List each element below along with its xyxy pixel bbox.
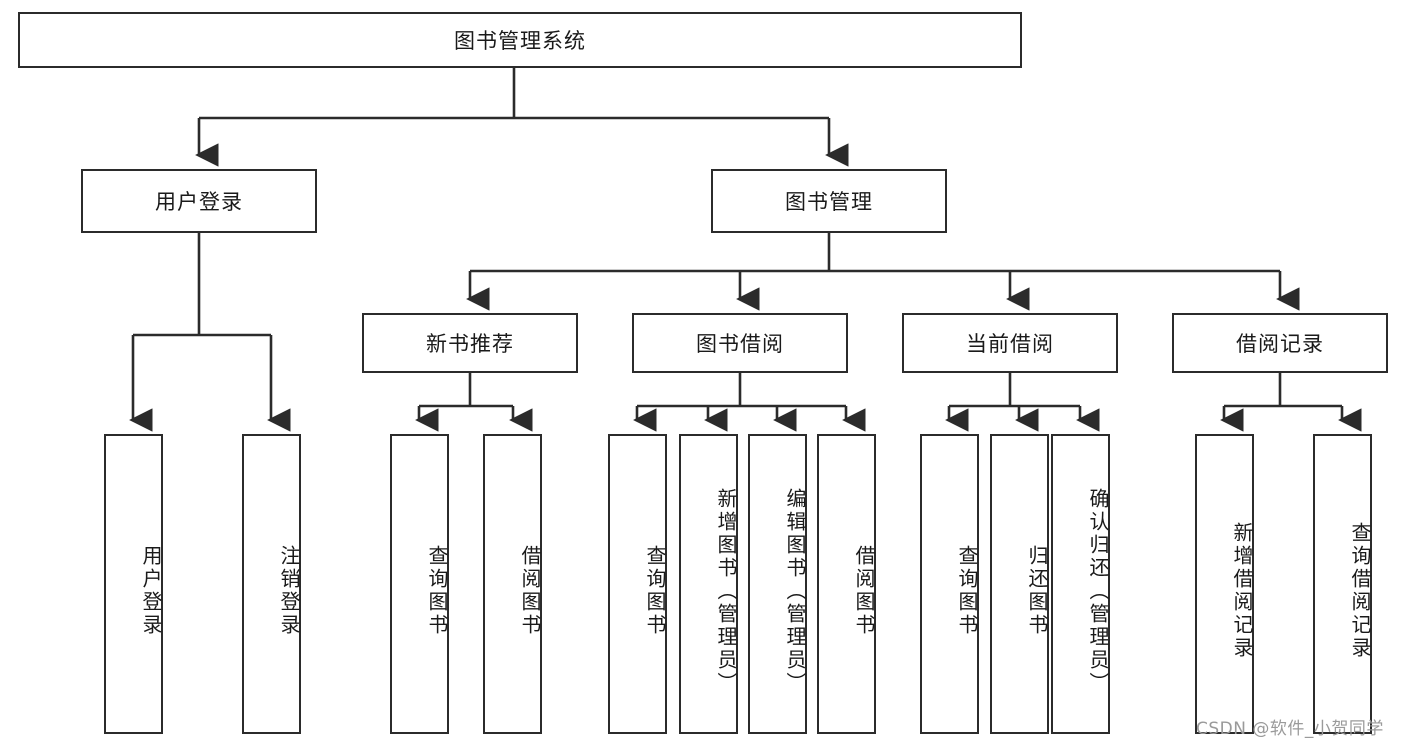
node-label: 图书借阅 xyxy=(696,332,784,356)
leaf-borrow-record-add-record[interactable]: 新增借阅记录 xyxy=(1195,434,1254,734)
leaf-user-login-login[interactable]: 用户登录 xyxy=(104,434,163,734)
node-root-book-management-system[interactable]: 图书管理系统 xyxy=(18,12,1022,68)
leaf-current-borrow-return-book[interactable]: 归还图书 xyxy=(990,434,1049,734)
node-user-login[interactable]: 用户登录 xyxy=(81,169,317,233)
leaf-new-book-borrow-book[interactable]: 借阅图书 xyxy=(483,434,542,734)
node-current-borrow[interactable]: 当前借阅 xyxy=(902,313,1118,373)
node-label: 图书管理系统 xyxy=(454,29,586,53)
leaf-new-book-query-book[interactable]: 查询图书 xyxy=(390,434,449,734)
leaf-book-borrow-borrow-book[interactable]: 借阅图书 xyxy=(817,434,876,734)
leaf-user-login-logout[interactable]: 注销登录 xyxy=(242,434,301,734)
node-new-book-recommend[interactable]: 新书推荐 xyxy=(362,313,578,373)
watermark: CSDN @软件_小贺同学 xyxy=(1196,719,1384,739)
node-borrow-record[interactable]: 借阅记录 xyxy=(1172,313,1388,373)
node-book-management[interactable]: 图书管理 xyxy=(711,169,947,233)
node-label: 借阅图书 xyxy=(852,545,876,637)
node-label: 确认归还（管理员） xyxy=(1086,487,1110,695)
node-label: 借阅图书 xyxy=(518,545,542,637)
leaf-book-borrow-query-book[interactable]: 查询图书 xyxy=(608,434,667,734)
node-label: 编辑图书（管理员） xyxy=(783,487,807,695)
node-label: 注销登录 xyxy=(277,545,301,637)
node-label: 图书管理 xyxy=(785,190,873,214)
node-label: 借阅记录 xyxy=(1236,332,1324,356)
node-label: 新书推荐 xyxy=(426,332,514,356)
node-label: 当前借阅 xyxy=(966,332,1054,356)
leaf-borrow-record-query-record[interactable]: 查询借阅记录 xyxy=(1313,434,1372,734)
node-label: 查询图书 xyxy=(643,545,667,637)
node-label: 归还图书 xyxy=(1025,545,1049,637)
leaf-current-borrow-confirm-return[interactable]: 确认归还（管理员） xyxy=(1051,434,1110,734)
node-label: 查询图书 xyxy=(425,545,449,637)
node-label: 查询借阅记录 xyxy=(1348,522,1372,660)
leaf-book-borrow-edit-book[interactable]: 编辑图书（管理员） xyxy=(748,434,807,734)
node-book-borrow[interactable]: 图书借阅 xyxy=(632,313,848,373)
node-label: 新增借阅记录 xyxy=(1230,522,1254,660)
leaf-current-borrow-query-book[interactable]: 查询图书 xyxy=(920,434,979,734)
node-label: 用户登录 xyxy=(139,545,163,637)
node-label: 用户登录 xyxy=(155,190,243,214)
leaf-book-borrow-add-book[interactable]: 新增图书（管理员） xyxy=(679,434,738,734)
node-label: 查询图书 xyxy=(955,545,979,637)
node-label: 新增图书（管理员） xyxy=(714,487,738,695)
